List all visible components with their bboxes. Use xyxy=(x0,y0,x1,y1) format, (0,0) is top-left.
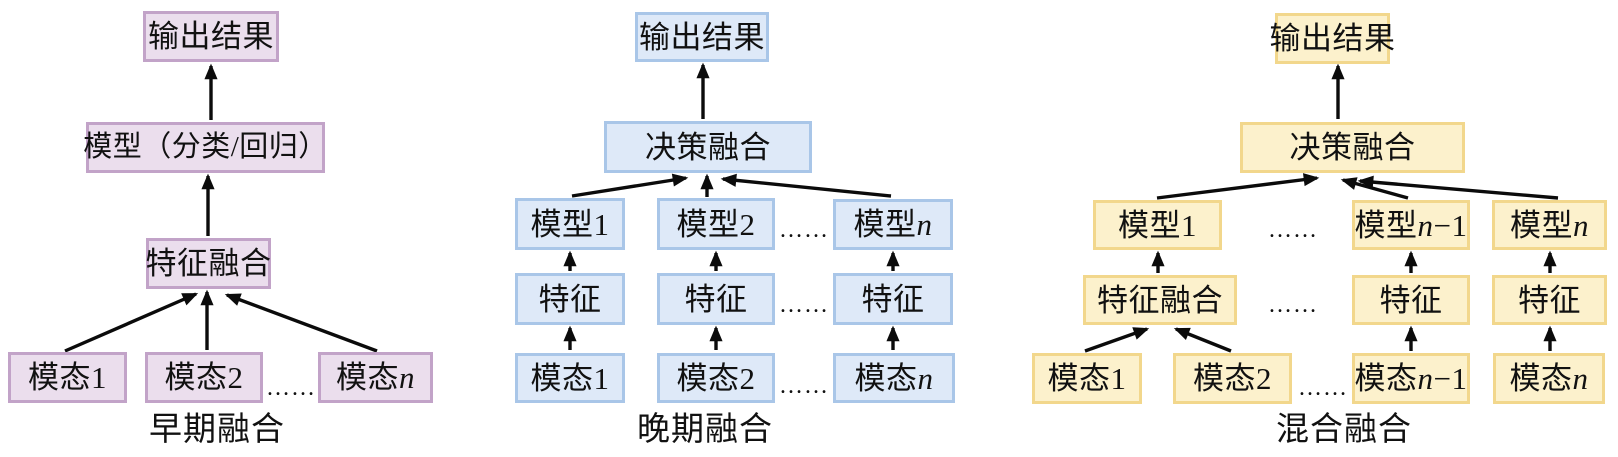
ellipsis-hybrid-models: …… xyxy=(1268,217,1318,243)
box-late-model-2: 模型2 xyxy=(657,198,775,250)
arrow xyxy=(571,173,689,198)
box-label-italic: n xyxy=(916,207,933,242)
box-hybrid-decision-fusion: 决策融合 xyxy=(1240,122,1465,173)
box-label-italic: n xyxy=(1572,361,1589,396)
ellipsis-late-modalities: …… xyxy=(779,373,829,399)
box-early-modality-2: 模态2 xyxy=(145,352,263,403)
box-early-modality-1: 模态1 xyxy=(8,352,127,403)
box-label: 模型2 xyxy=(676,206,756,242)
box-hybrid-feature-n: 特征 xyxy=(1492,275,1607,325)
box-early-model-classify-regress: 模型（分类/回归） xyxy=(83,122,328,173)
arrow xyxy=(1340,177,1409,200)
box-late-modality-2: 模态2 xyxy=(657,353,775,403)
arrow xyxy=(720,173,892,198)
box-label: 模型1 xyxy=(1118,207,1197,243)
box-label: 特征融合 xyxy=(145,246,272,281)
box-label: 模型（分类/回归） xyxy=(83,131,328,163)
box-label: 模型 xyxy=(853,207,917,242)
arrow xyxy=(1156,173,1320,200)
box-label: 特征融合 xyxy=(1097,282,1223,318)
box-label: 模态 xyxy=(1354,361,1418,396)
ellipsis-late-features: …… xyxy=(779,292,829,318)
ellipsis-early-modalities: …… xyxy=(266,375,316,401)
box-hybrid-feature-fusion: 特征融合 xyxy=(1083,275,1237,325)
box-label: 特征 xyxy=(1379,282,1443,318)
arrow xyxy=(1173,327,1232,353)
box-early-feature-fusion: 特征融合 xyxy=(146,238,271,289)
box-label: 特征 xyxy=(1518,282,1581,318)
arrow xyxy=(1084,327,1150,353)
ellipsis-late-models: …… xyxy=(779,217,829,243)
box-hybrid-feature-n-1: 特征 xyxy=(1352,275,1470,325)
arrow xyxy=(64,292,199,353)
box-label: 特征 xyxy=(861,281,925,317)
box-label: 模态2 xyxy=(676,360,756,396)
box-label: 模态1 xyxy=(28,360,107,395)
box-label-italic: n xyxy=(917,360,934,396)
box-late-output-result: 输出结果 xyxy=(635,12,769,62)
box-label: 模型1 xyxy=(530,206,610,242)
arrow xyxy=(224,293,378,353)
box-late-feature-2: 特征 xyxy=(657,273,775,325)
box-late-model-1: 模型1 xyxy=(515,198,625,250)
box-label-suffix: −1 xyxy=(1433,361,1468,396)
box-label: 输出结果 xyxy=(639,19,765,55)
box-hybrid-model-1: 模型1 xyxy=(1093,200,1222,250)
box-label: 特征 xyxy=(538,281,602,317)
box-label: 输出结果 xyxy=(1269,21,1396,56)
ellipsis-hybrid-modalities: …… xyxy=(1298,375,1348,401)
box-label: 决策融合 xyxy=(1289,130,1416,165)
ellipsis-hybrid-features: …… xyxy=(1268,292,1318,318)
box-label: 模态 xyxy=(854,360,918,396)
box-label-italic: n xyxy=(1573,207,1589,243)
box-label: 模态2 xyxy=(164,360,244,395)
box-hybrid-modality-1: 模态1 xyxy=(1032,353,1142,404)
caption-early-fusion: 早期融合 xyxy=(149,412,285,448)
box-label: 模型 xyxy=(1354,207,1418,243)
box-label-suffix: −1 xyxy=(1433,207,1468,243)
box-hybrid-modality-2: 模态2 xyxy=(1173,353,1292,404)
box-label-italic: n xyxy=(399,360,415,395)
box-hybrid-output-result: 输出结果 xyxy=(1270,13,1395,64)
box-label: 决策融合 xyxy=(645,129,771,165)
box-label: 模型 xyxy=(1510,207,1573,243)
box-label: 模态1 xyxy=(1047,361,1127,396)
box-late-modality-1: 模态1 xyxy=(515,353,625,403)
box-label: 模态1 xyxy=(530,360,610,396)
box-early-output-result: 输出结果 xyxy=(143,11,279,62)
box-label: 输出结果 xyxy=(148,19,274,54)
box-label: 模态 xyxy=(336,360,399,395)
caption-hybrid-fusion: 混合融合 xyxy=(1276,412,1412,448)
box-late-feature-n: 特征 xyxy=(833,273,953,325)
box-label: 模态 xyxy=(1509,361,1573,396)
arrow xyxy=(1357,175,1559,200)
box-late-decision-fusion: 决策融合 xyxy=(604,121,812,173)
box-label: 特征 xyxy=(684,281,748,317)
box-label: 模态2 xyxy=(1193,361,1272,396)
caption-late-fusion: 晚期融合 xyxy=(637,412,773,448)
box-label-italic: n xyxy=(1417,207,1434,243)
box-label-italic: n xyxy=(1417,361,1434,396)
box-late-feature-1: 特征 xyxy=(515,273,625,325)
